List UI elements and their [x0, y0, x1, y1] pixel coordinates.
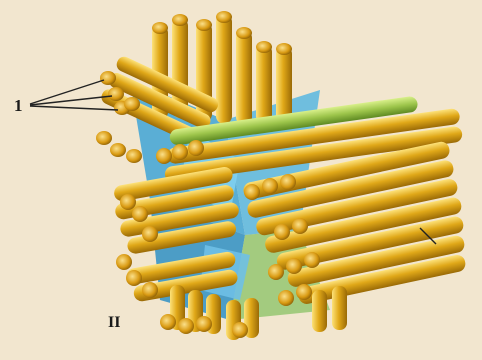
rod-end: [108, 87, 124, 101]
rod-end: [120, 194, 136, 210]
rod-end: [196, 19, 212, 31]
rod-end: [124, 97, 140, 111]
rod-end: [126, 149, 142, 163]
rod-end: [188, 140, 204, 156]
rod-end: [304, 252, 320, 268]
rod-end: [216, 11, 232, 23]
rod-end: [292, 218, 308, 234]
leader-line: [30, 106, 118, 110]
rod-end: [172, 144, 188, 160]
rod-end: [276, 43, 292, 55]
rod-end: [178, 318, 194, 334]
vertical-rod: [236, 30, 252, 125]
rod-end: [142, 226, 158, 242]
rod-end: [132, 206, 148, 222]
rod-end: [236, 27, 252, 39]
vertical-rod: [216, 14, 232, 124]
vertical-rod: [332, 286, 347, 330]
rod-end: [142, 282, 158, 298]
rod-end: [262, 178, 278, 194]
rod-end: [268, 264, 284, 280]
vertical-rod: [312, 290, 327, 332]
rod-end: [100, 71, 116, 85]
rod-end: [286, 258, 302, 274]
vertical-rod: [256, 44, 272, 124]
rod-end: [278, 290, 294, 306]
rod-end: [232, 322, 248, 338]
rod-end: [110, 143, 126, 157]
rod-end: [126, 270, 142, 286]
label-one: 1: [14, 96, 23, 116]
label-roman-two: II: [108, 314, 120, 332]
rod-end: [152, 22, 168, 34]
rod-end: [96, 131, 112, 145]
rod-end: [196, 316, 212, 332]
rod-end: [116, 254, 132, 270]
rod-end: [274, 224, 290, 240]
rod-end: [256, 41, 272, 53]
rod-end: [244, 184, 260, 200]
rod-end: [156, 148, 172, 164]
rod-end: [172, 14, 188, 26]
rod-end: [280, 174, 296, 190]
rod-end: [160, 314, 176, 330]
rod-end: [296, 284, 312, 300]
